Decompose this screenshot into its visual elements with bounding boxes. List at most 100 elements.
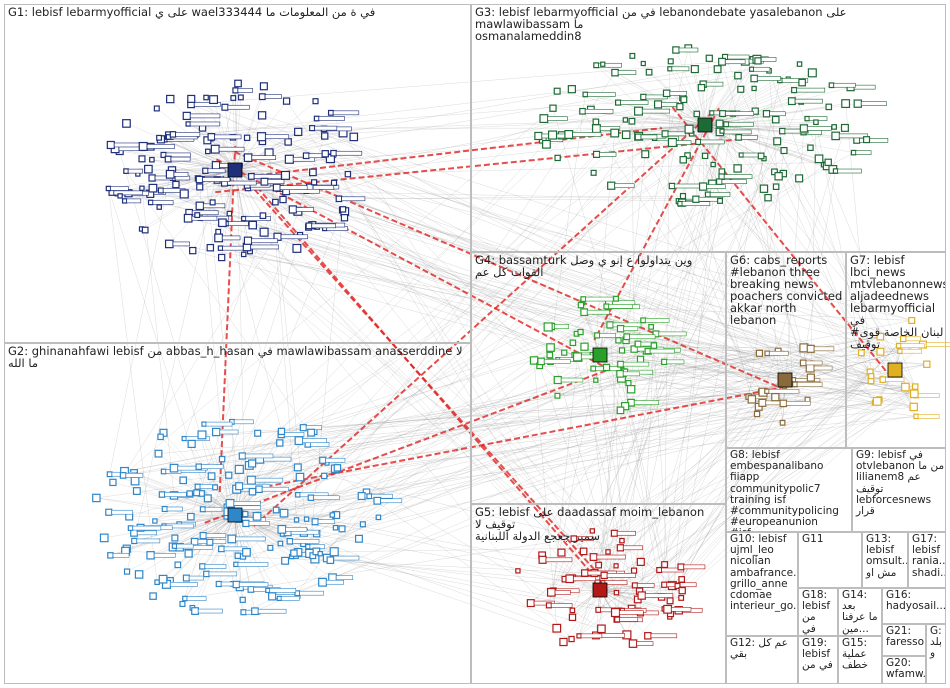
graph-node-label bbox=[111, 509, 133, 515]
graph-node bbox=[610, 128, 620, 138]
graph-node bbox=[254, 429, 262, 437]
graph-node bbox=[281, 556, 290, 565]
graph-edge bbox=[124, 350, 779, 472]
graph-edge bbox=[584, 346, 804, 349]
graph-node-label bbox=[299, 590, 324, 596]
graph-edge bbox=[297, 104, 659, 594]
graph-node bbox=[189, 246, 197, 255]
graph-edge bbox=[150, 514, 236, 556]
graph-node bbox=[158, 574, 168, 584]
graph-edge bbox=[236, 172, 779, 352]
graph-edge bbox=[574, 354, 927, 365]
graph-node bbox=[196, 183, 204, 191]
graph-node bbox=[640, 60, 646, 67]
graph-edge bbox=[306, 155, 904, 340]
graph-edge bbox=[783, 173, 916, 387]
graph-edge bbox=[262, 109, 591, 216]
graph-node bbox=[149, 156, 155, 163]
graph-edge bbox=[173, 514, 236, 548]
graph-node-label bbox=[649, 348, 675, 354]
graph-node-label bbox=[706, 184, 726, 189]
graph-edge bbox=[631, 385, 785, 390]
graph-edge bbox=[207, 498, 543, 561]
graph-edge bbox=[704, 124, 769, 198]
graph-edge bbox=[299, 119, 626, 478]
graph-node-label bbox=[235, 536, 266, 542]
graph-edge bbox=[124, 320, 912, 472]
graph-node-label bbox=[678, 47, 699, 53]
node-layer bbox=[92, 44, 950, 648]
graph-node-label bbox=[709, 192, 731, 197]
graph-node bbox=[303, 516, 310, 522]
graph-edge bbox=[664, 361, 875, 403]
graph-node bbox=[667, 58, 674, 65]
graph-node bbox=[771, 392, 780, 402]
graph-node bbox=[909, 402, 918, 412]
group-g17-label: G17: lebisf rania... shadi... bbox=[912, 533, 946, 579]
graph-node bbox=[577, 328, 584, 336]
graph-node-label bbox=[332, 110, 360, 116]
graph-edge bbox=[184, 169, 236, 195]
graph-edge bbox=[173, 402, 875, 496]
graph-node-label bbox=[596, 554, 626, 560]
graph-edge bbox=[298, 547, 621, 553]
graph-node bbox=[554, 392, 561, 399]
graph-node-label bbox=[671, 66, 690, 72]
graph-node bbox=[597, 624, 606, 634]
graph-node bbox=[329, 512, 336, 518]
group-g18-label: G18: lebisf من في bbox=[802, 589, 831, 635]
graph-edge bbox=[803, 170, 836, 363]
graph-edge bbox=[297, 110, 756, 495]
graph-edge bbox=[313, 344, 923, 432]
graph-node bbox=[605, 549, 611, 555]
graph-edge bbox=[249, 251, 915, 395]
graph-node bbox=[561, 349, 568, 356]
graph-node bbox=[773, 137, 782, 146]
graph-node-label bbox=[587, 309, 610, 315]
graph-edge bbox=[678, 201, 759, 407]
graph-node bbox=[203, 494, 212, 503]
graph-edge bbox=[252, 224, 603, 590]
group-g19-label: G19: lebisf في من bbox=[802, 637, 833, 672]
graph-node-label bbox=[608, 304, 633, 309]
graph-node-label bbox=[202, 177, 231, 182]
graph-node bbox=[179, 189, 189, 199]
graph-edge bbox=[593, 133, 615, 369]
graph-node-label bbox=[292, 538, 320, 544]
graph-node bbox=[543, 322, 553, 332]
graph-edge bbox=[617, 102, 916, 387]
graph-edge bbox=[578, 399, 880, 637]
graph-node-label bbox=[725, 59, 746, 65]
graph-node bbox=[242, 510, 249, 518]
graph-node bbox=[908, 316, 916, 324]
graph-node-label bbox=[768, 388, 800, 394]
graph-edge bbox=[234, 431, 282, 516]
graph-node bbox=[174, 561, 182, 569]
graph-edge bbox=[174, 126, 835, 547]
graph-edge bbox=[342, 209, 881, 337]
graph-node bbox=[680, 96, 688, 104]
graph-edge bbox=[599, 589, 668, 610]
graph-edge bbox=[641, 399, 808, 596]
graph-hub-node bbox=[777, 372, 793, 388]
graph-node-label bbox=[335, 150, 363, 156]
graph-edge bbox=[704, 124, 709, 195]
graph-edge bbox=[639, 336, 881, 592]
graph-node bbox=[290, 549, 298, 557]
graph-node bbox=[154, 449, 163, 458]
graph-node-label bbox=[617, 70, 637, 75]
graph-node bbox=[737, 85, 745, 93]
graph-edge bbox=[309, 187, 871, 373]
graph-node-label bbox=[796, 382, 823, 387]
graph-node-label bbox=[208, 571, 238, 577]
graph-node bbox=[515, 568, 521, 574]
graph-edge bbox=[748, 150, 785, 397]
graph-edge bbox=[608, 302, 623, 541]
graph-edge bbox=[109, 174, 171, 475]
graph-edge bbox=[96, 399, 808, 499]
graph-node-label bbox=[279, 185, 308, 190]
graph-edge bbox=[207, 140, 872, 377]
graph-node bbox=[156, 134, 163, 141]
group-g11-box: G11 bbox=[798, 532, 862, 588]
graph-node bbox=[218, 218, 227, 228]
